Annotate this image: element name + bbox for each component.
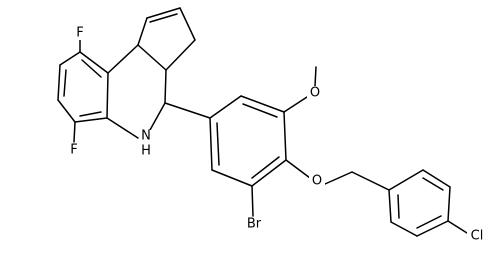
bromine-label: Br: [247, 217, 262, 232]
nitrogen-hydrogen-label: H: [141, 144, 151, 159]
cyclopentene-ring: [137, 7, 196, 71]
benzyl-oxygen-label: O: [312, 174, 322, 189]
fluorine-label-bottom: F: [70, 143, 77, 158]
chlorophenyl-ring: [388, 169, 451, 237]
nitrogen-label: N: [141, 129, 151, 144]
methoxy-oxygen-label: O: [310, 86, 320, 101]
benzyl-ether-linker: [285, 159, 390, 191]
difluoro-benzene-ring: [57, 51, 109, 123]
chloro-bond: [447, 220, 468, 234]
methoxy-group: [283, 66, 317, 113]
tetrahydroquinoline-ring: [106, 44, 167, 139]
chlorine-label: Cl: [471, 229, 484, 244]
bromo-methoxy-phenyl-ring: [209, 95, 287, 187]
fluorine-label-top: F: [76, 26, 83, 41]
aryl-link-bond: [164, 102, 211, 119]
bromo-bond: [251, 185, 254, 217]
fluoro-bottom-bond: [73, 121, 76, 143]
